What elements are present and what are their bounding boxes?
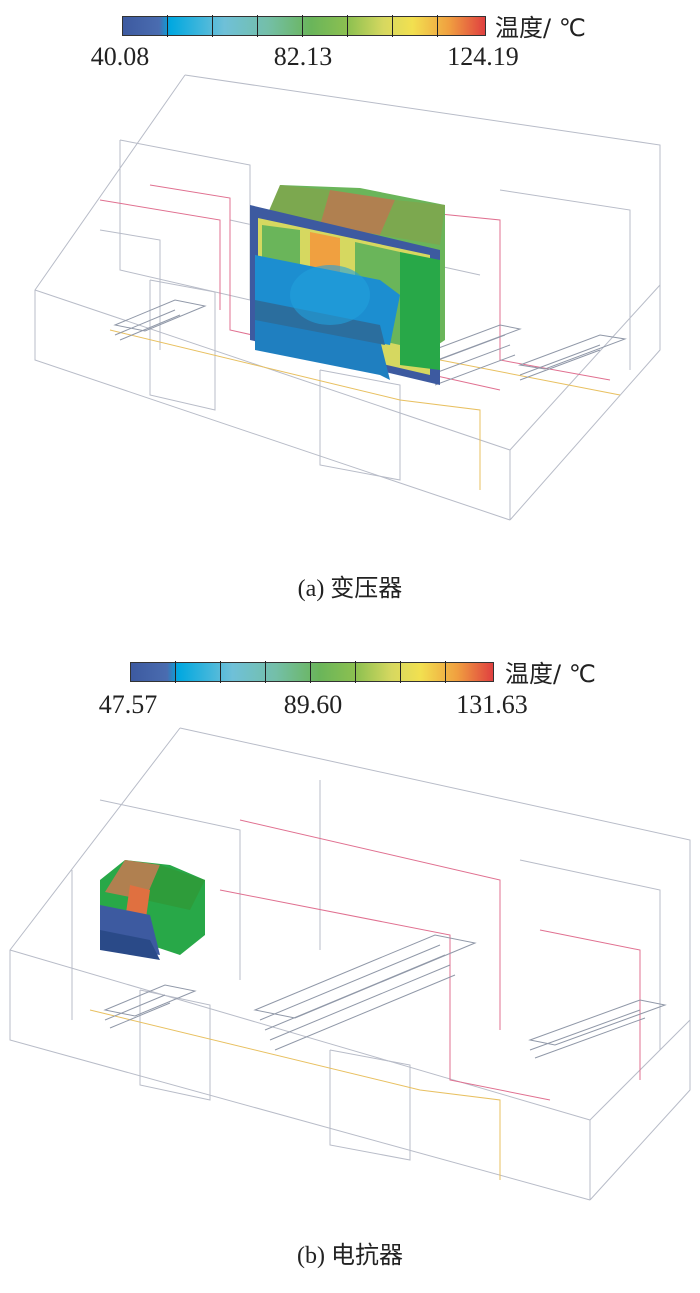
heatsink-fins bbox=[113, 299, 627, 386]
colorbar-mid-label: 82.13 bbox=[273, 42, 333, 71]
colorbar-max-label: 131.63 bbox=[456, 690, 528, 719]
colorbar-tick bbox=[437, 15, 438, 37]
colorbar-min-label: 47.57 bbox=[98, 690, 158, 719]
colorbar-tick bbox=[302, 15, 303, 37]
enclosure-wireframe bbox=[9, 727, 691, 1201]
colorbar-tick bbox=[175, 661, 176, 683]
colorbar-title: 温度/ ℃ bbox=[505, 660, 596, 688]
colorbar-tick bbox=[445, 661, 446, 683]
heatsink-fins bbox=[103, 934, 667, 1059]
caption-b: (b) 电抗器 bbox=[297, 1243, 403, 1269]
colorbar-title: 温度/ ℃ bbox=[495, 14, 586, 42]
colorbar-a bbox=[122, 15, 486, 37]
caption-a: (a) 变压器 bbox=[297, 576, 403, 602]
airflow-path-lines bbox=[109, 329, 621, 490]
colorbar-tick bbox=[265, 661, 266, 683]
colorbar-b bbox=[130, 661, 494, 683]
colorbar-tick bbox=[347, 15, 348, 37]
reactor-thermal-model bbox=[9, 727, 691, 1201]
colorbar-tick bbox=[220, 661, 221, 683]
transformer-body bbox=[250, 185, 445, 385]
airflow-path-lines bbox=[89, 1009, 501, 1180]
colorbar-min-label: 40.08 bbox=[90, 42, 150, 71]
transformer-thermal-model bbox=[34, 74, 661, 521]
airflow-path-lines bbox=[219, 819, 641, 1101]
colorbar-tick bbox=[355, 661, 356, 683]
colorbar-tick bbox=[212, 15, 213, 37]
colorbar-tick bbox=[310, 661, 311, 683]
colorbar-max-label: 124.19 bbox=[447, 42, 519, 71]
reactor-body bbox=[100, 860, 205, 960]
colorbar-mid-label: 89.60 bbox=[283, 690, 343, 719]
colorbar-tick bbox=[257, 15, 258, 37]
colorbar-tick bbox=[392, 15, 393, 37]
colorbar-tick bbox=[400, 661, 401, 683]
colorbar-tick bbox=[167, 15, 168, 37]
